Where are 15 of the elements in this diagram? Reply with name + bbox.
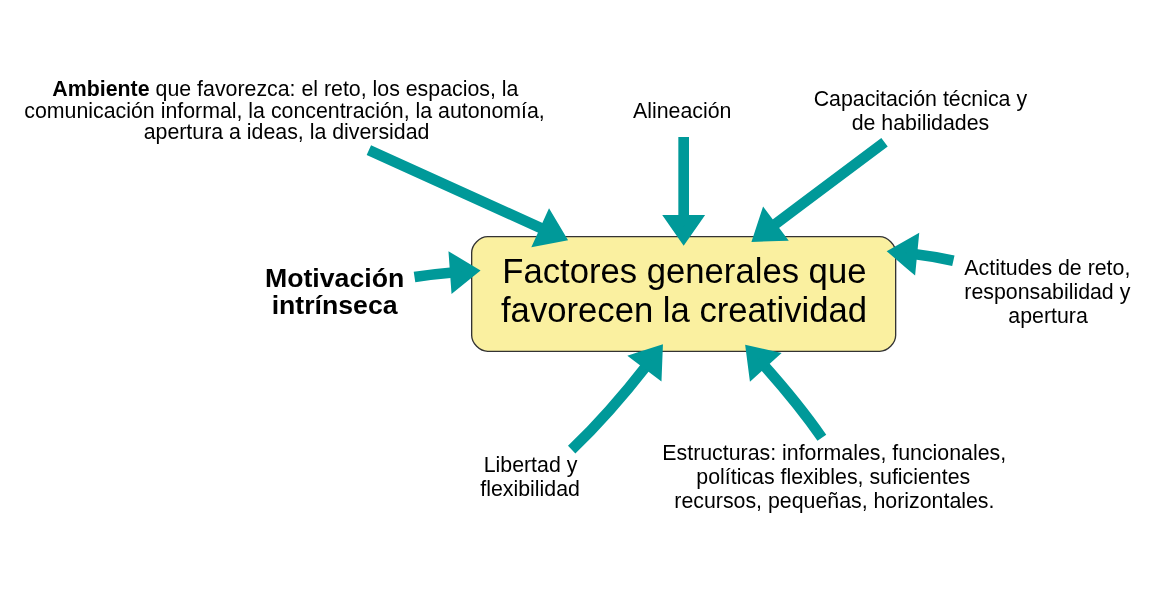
arrow xyxy=(745,344,827,441)
node-text: Capacitación técnica y de habilidades xyxy=(813,86,1028,135)
arrow xyxy=(567,344,663,454)
arrow xyxy=(751,138,888,242)
node-text: Motivación intrínseca xyxy=(265,263,405,320)
arrow xyxy=(886,232,955,276)
arrow xyxy=(413,251,481,295)
arrow xyxy=(662,137,706,246)
node-box: Factores generales que favorecen la creatividad xyxy=(471,236,897,352)
node-text: Libertad y flexibilidad xyxy=(480,453,580,502)
node-text: Alineación xyxy=(633,98,732,123)
node-text: Actitudes de reto, responsabilidad y apertura xyxy=(964,256,1131,329)
arrow xyxy=(366,145,569,248)
node-text: Estructuras: informales, funcionales, políticas flexibles, suficientes recursos, pequeñas, horizontales. xyxy=(662,441,1007,514)
node-text: Ambiente que favorezca: el reto, los espacios, la comunicación informal, la concentración, la autonomía, apertura a ideas, la diversidad xyxy=(24,77,545,145)
